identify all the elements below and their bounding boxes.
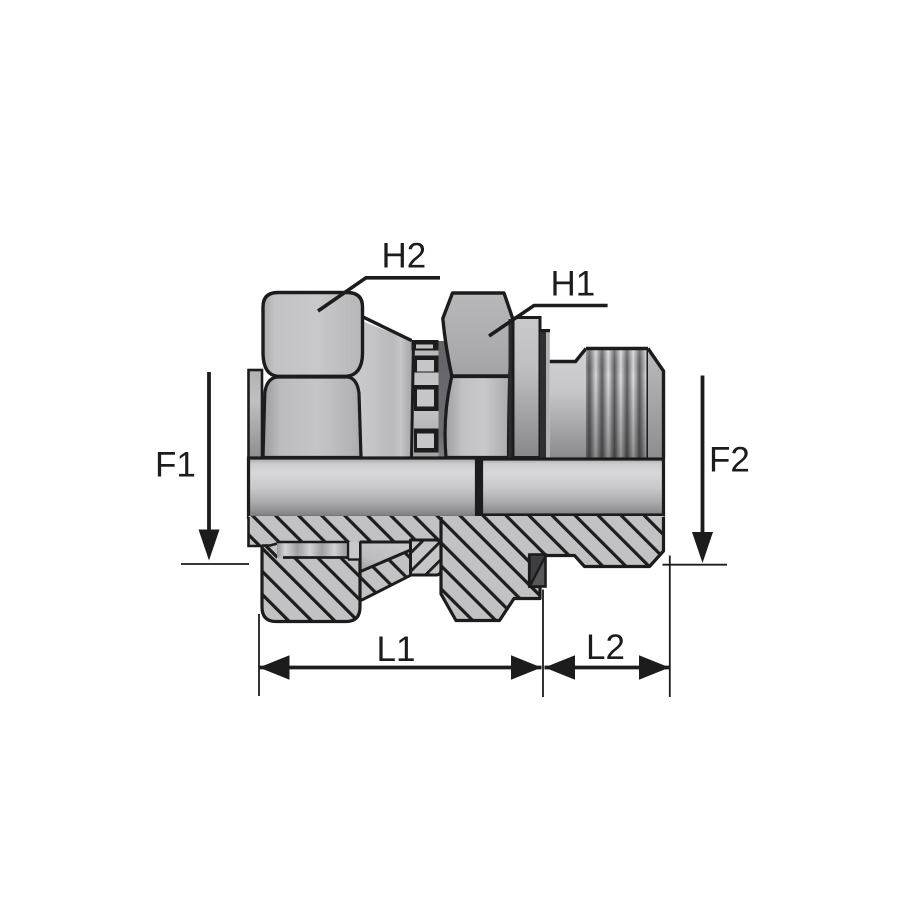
svg-text:L1: L1 [377,630,416,669]
svg-text:H2: H2 [382,237,427,276]
svg-text:F1: F1 [155,445,196,484]
svg-text:H1: H1 [551,265,596,304]
svg-text:F2: F2 [709,441,750,480]
svg-text:L2: L2 [586,628,625,667]
